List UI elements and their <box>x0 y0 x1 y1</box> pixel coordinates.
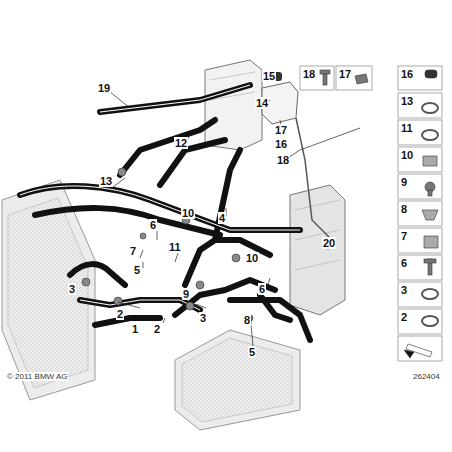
callout-number: 13 <box>400 95 414 107</box>
hose-highlights <box>20 85 300 310</box>
callout-number: 16 <box>274 138 288 150</box>
callout-number: 1 <box>131 323 139 335</box>
callout-number: 20 <box>322 237 336 249</box>
coolant-hoses <box>20 85 310 340</box>
callout-number: 2 <box>400 311 408 323</box>
callout-number: 13 <box>99 175 113 187</box>
part-icons <box>320 70 438 358</box>
callout-number: 3 <box>68 283 76 295</box>
callout-number: 6 <box>149 219 157 231</box>
callout-number: 15 <box>262 70 276 82</box>
callout-number: 6 <box>400 257 408 269</box>
callout-number: 19 <box>97 82 111 94</box>
callout-number: 2 <box>116 308 124 320</box>
callout-number: 8 <box>243 314 251 326</box>
callout-number: 10 <box>400 149 414 161</box>
callout-number: 10 <box>181 207 195 219</box>
callout-number: 4 <box>218 212 226 224</box>
callout-number: 10 <box>245 252 259 264</box>
callout-number: 18 <box>276 154 290 166</box>
parts-table <box>300 66 442 361</box>
callout-number: 16 <box>400 68 414 80</box>
hose-clamps <box>82 168 253 321</box>
bleed-line <box>296 118 330 238</box>
callout-number: 11 <box>168 241 182 253</box>
footer-text: © 2011 BMW AG <box>6 372 68 381</box>
callout-number: 7 <box>129 245 137 257</box>
footer-text: 262404 <box>412 372 441 381</box>
callout-number: 17 <box>338 68 352 80</box>
callout-number: 9 <box>182 288 190 300</box>
callout-number: 6 <box>258 283 266 295</box>
callout-number: 5 <box>248 346 256 358</box>
coolant-pump <box>290 185 345 315</box>
callout-number: 9 <box>400 176 408 188</box>
callout-number: 3 <box>199 312 207 324</box>
callout-number: 7 <box>400 230 408 242</box>
callout-number: 2 <box>153 323 161 335</box>
callout-number: 12 <box>174 137 188 149</box>
callout-number: 8 <box>400 203 408 215</box>
callout-number: 5 <box>133 264 141 276</box>
leader-lines <box>110 78 360 346</box>
callout-number: 14 <box>255 97 269 109</box>
expansion-tank <box>205 60 262 150</box>
auxiliary-radiator <box>175 330 300 430</box>
callout-number: 17 <box>274 124 288 136</box>
callout-number: 3 <box>400 284 408 296</box>
callout-number: 18 <box>302 68 316 80</box>
callout-number: 11 <box>400 122 414 134</box>
